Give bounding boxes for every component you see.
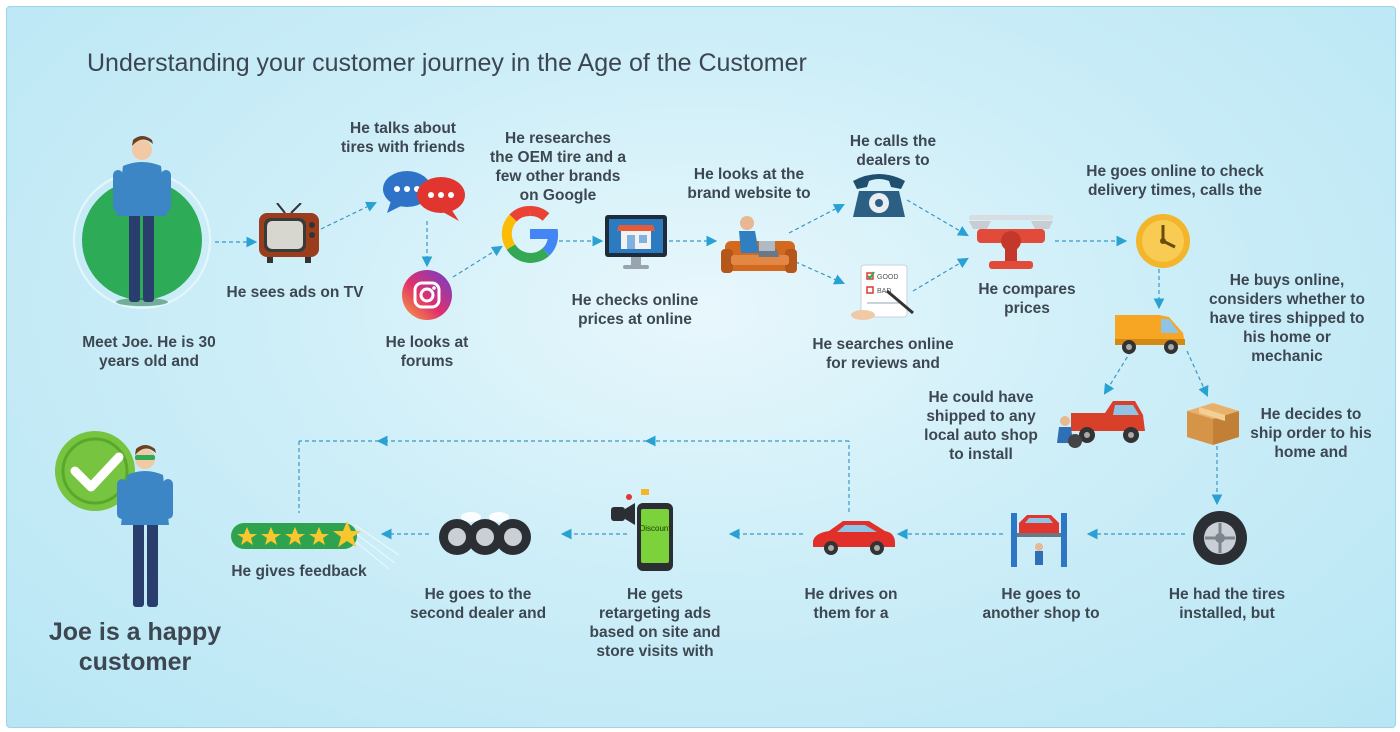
online-shop-icon: [605, 215, 667, 269]
pickup-truck-mechanic-icon: [1057, 401, 1145, 448]
cardboard-box-icon: [1187, 403, 1239, 445]
telephone-icon: [853, 174, 905, 217]
tire-icon: [1193, 511, 1247, 565]
connector-instagram-google: [452, 245, 503, 278]
clock-dollar-icon: [1136, 214, 1190, 268]
journey-diagram: Understanding your customer journey in t…: [6, 6, 1396, 728]
delivery-van-icon: [1115, 315, 1185, 354]
connector-layer: [215, 199, 1223, 570]
google-icon: [501, 206, 558, 263]
retargeting-phone-icon: Discount: [611, 489, 673, 571]
chat-bubbles-icon: [383, 171, 465, 221]
car-lift-icon: [1011, 513, 1067, 567]
connector-van-box: [1186, 350, 1209, 397]
review-bad-text: BAD: [877, 288, 891, 295]
connector-reviews-scale: [912, 257, 969, 292]
instagram-icon: [402, 270, 452, 320]
review-good-text: GOOD: [877, 274, 898, 281]
three-tires-icon: [439, 512, 531, 555]
red-car-icon: [813, 521, 895, 555]
price-scale-icon: [969, 215, 1053, 269]
connector-sofa-telephone: [788, 204, 845, 234]
diagram-title: Understanding your customer journey in t…: [87, 49, 807, 77]
label-buys-online: He buys online,considers whether to have…: [1209, 272, 1365, 365]
rating-stars-icon: [231, 521, 361, 549]
label-gives-feedback: He gives feedback: [231, 563, 367, 580]
joe-start-illustration: [73, 136, 211, 309]
label-sees-ads-tv: He sees ads on TV: [226, 284, 364, 301]
connector-van-pickup: [1103, 350, 1132, 395]
tv-icon: [259, 203, 319, 263]
sofa-laptop-icon: [721, 216, 797, 273]
reviews-sheet-icon: GOOD BAD: [851, 264, 914, 320]
connector-tv-chat: [320, 201, 377, 230]
discount-text: Discount: [639, 524, 671, 533]
joe-happy-illustration: [55, 431, 173, 607]
connector-telephone-scale: [906, 199, 969, 237]
connector-sofa-reviews: [788, 258, 845, 285]
